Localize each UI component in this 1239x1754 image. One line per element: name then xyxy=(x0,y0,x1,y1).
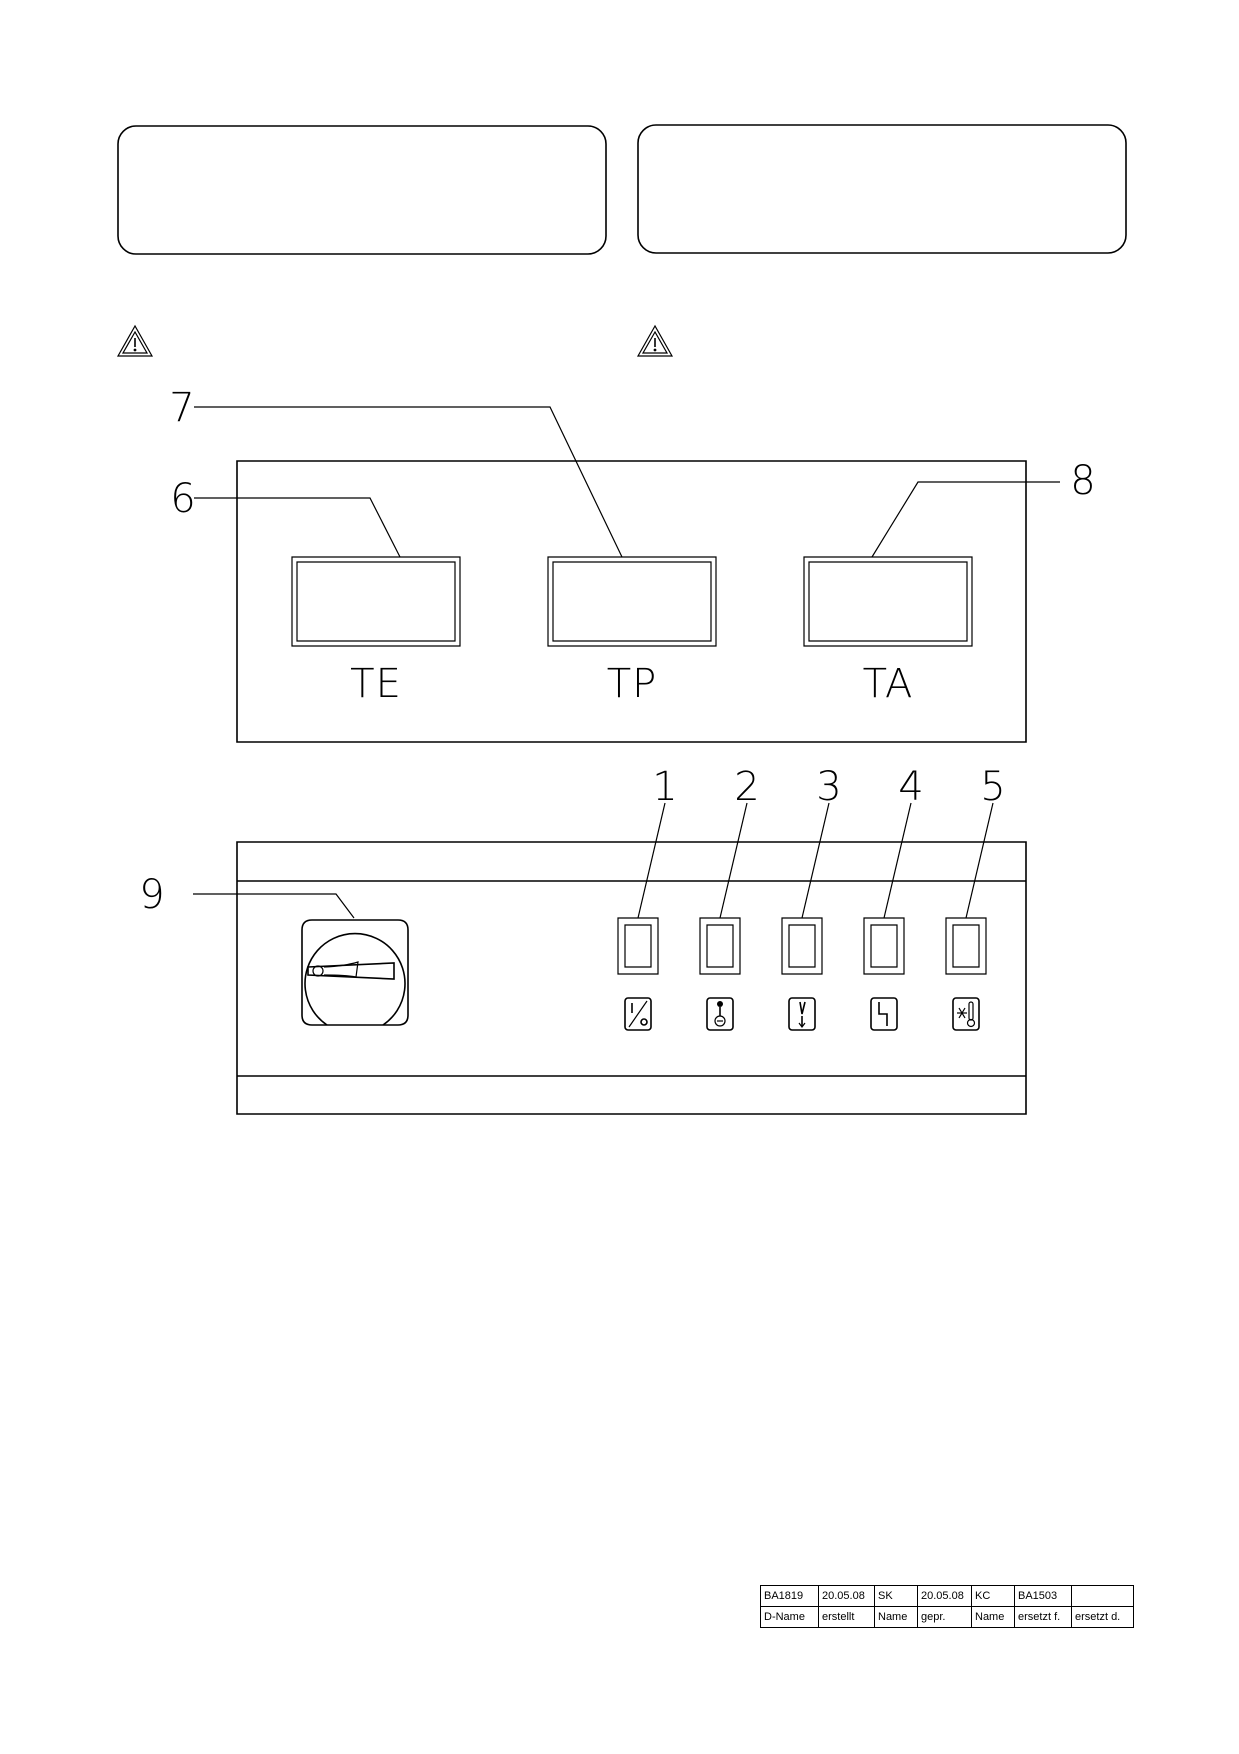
leader-line-3 xyxy=(802,803,829,918)
callout-7: 7 xyxy=(169,385,194,431)
callout-6: 6 xyxy=(170,476,195,522)
display-panel xyxy=(237,461,1026,742)
info-box-right xyxy=(638,125,1126,253)
callout-3: 3 xyxy=(816,764,841,810)
display-te xyxy=(292,557,460,646)
on-off-icon xyxy=(625,998,651,1030)
indicator-lamp-5 xyxy=(946,918,986,974)
leader-line-2 xyxy=(720,803,747,918)
display-ta xyxy=(804,557,972,646)
title-block: BA1819 20.05.08 SK 20.05.08 KC BA1503 D-… xyxy=(760,1585,1134,1628)
leader-line-9 xyxy=(193,894,354,918)
title-block-cell: BA1503 xyxy=(1014,1585,1072,1607)
leader-line-8 xyxy=(872,482,1060,557)
title-block-row: D-Name erstellt Name gepr. Name ersetzt … xyxy=(760,1606,1134,1628)
title-block-cell: 20.05.08 xyxy=(818,1585,875,1607)
callout-4: 4 xyxy=(898,764,923,810)
callout-9: 9 xyxy=(139,872,164,918)
leader-line-7 xyxy=(194,407,622,557)
display-label-ta: TA xyxy=(863,661,914,707)
display-label-te: TE xyxy=(350,661,402,707)
rotary-main-switch-icon[interactable] xyxy=(302,920,408,1025)
callout-5: 5 xyxy=(980,764,1005,810)
callout-8: 8 xyxy=(1070,458,1095,504)
leader-line-5 xyxy=(966,803,993,918)
title-block-cell: SK xyxy=(874,1585,918,1607)
warning-icon xyxy=(118,326,152,356)
title-block-cell: 20.05.08 xyxy=(917,1585,972,1607)
info-box-left xyxy=(118,126,606,254)
title-block-cell: ersetzt f. xyxy=(1014,1606,1072,1628)
title-block-cell: KC xyxy=(971,1585,1015,1607)
indicator-lamp-1 xyxy=(618,918,658,974)
indicator-lamp-4 xyxy=(864,918,904,974)
display-label-tp: TP xyxy=(607,661,658,707)
control-panel xyxy=(237,842,1026,1114)
warning-icon xyxy=(638,326,672,356)
indicator-lamp-3 xyxy=(782,918,822,974)
title-block-cell: gepr. xyxy=(917,1606,972,1628)
pump-icon xyxy=(707,998,733,1030)
indicator-lamp-2 xyxy=(700,918,740,974)
leader-line-6 xyxy=(194,498,400,557)
display-tp xyxy=(548,557,716,646)
title-block-cell: erstellt xyxy=(818,1606,875,1628)
callout-2: 2 xyxy=(734,764,759,810)
title-block-cell: Name xyxy=(874,1606,918,1628)
title-block-cell: D-Name xyxy=(760,1606,819,1628)
title-block-cell: ersetzt d. xyxy=(1071,1606,1134,1628)
title-block-cell xyxy=(1071,1585,1134,1607)
alarm-icon xyxy=(789,998,815,1030)
leader-line-4 xyxy=(884,803,911,918)
title-block-cell: BA1819 xyxy=(760,1585,819,1607)
fault-icon xyxy=(871,998,897,1030)
callout-1: 1 xyxy=(652,764,677,810)
leader-line-1 xyxy=(638,803,665,918)
cooling-temperature-icon xyxy=(953,998,979,1030)
title-block-cell: Name xyxy=(971,1606,1015,1628)
title-block-row: BA1819 20.05.08 SK 20.05.08 KC BA1503 xyxy=(760,1585,1134,1607)
